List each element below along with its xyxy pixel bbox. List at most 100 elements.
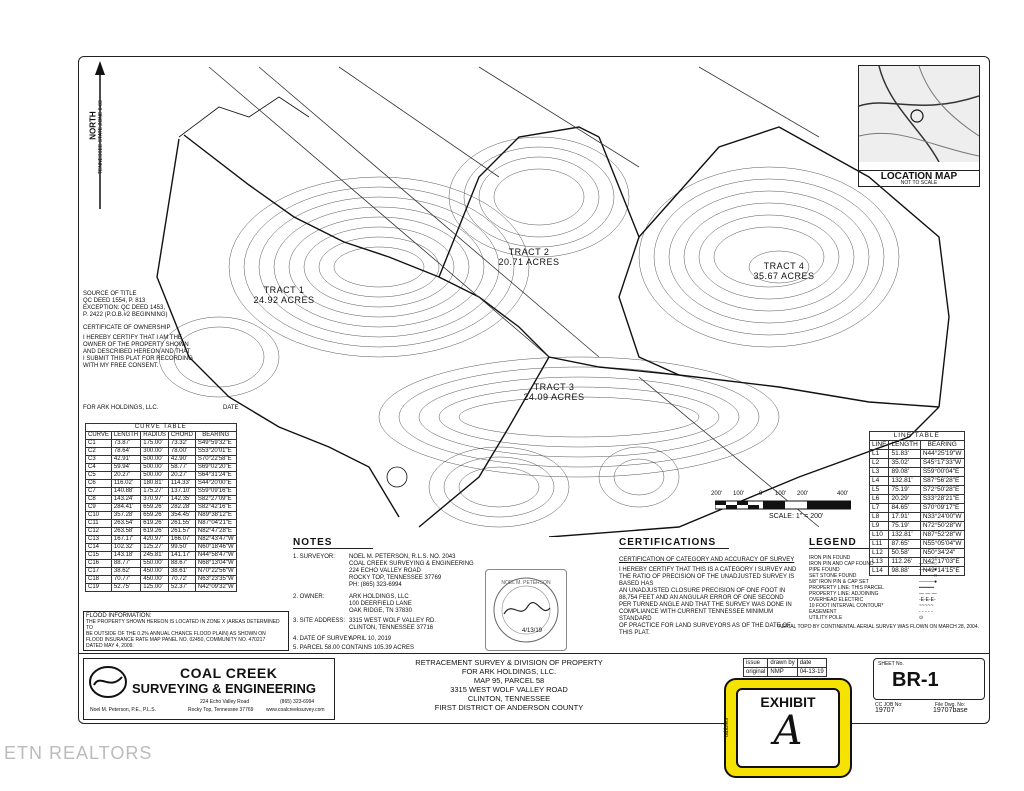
curve-cell: 78.00' [167,447,196,456]
issue-value: original [742,667,769,677]
line-cell: 35.02' [888,458,921,468]
legend-item: IRON PIN FOUND———○ [809,555,938,561]
company-name-2: SURVEYING & ENGINEERING [132,681,316,696]
line-cell: S72°50'28"E [919,485,965,495]
curve-cell: 245.81' [140,551,169,560]
cert-line: PER TURNED ANGLE AND THAT THE SURVEY WAS… [619,602,792,608]
curve-cell: 99.50' [167,543,196,552]
certificate-of-ownership: CERTIFICATE OF OWNERSHIP I HEREBY CERTIF… [83,325,233,370]
line-cell: S45°17'33"W [919,458,965,468]
curve-cell: C5 [85,471,112,480]
curve-cell: 261.55' [167,519,196,528]
line-cell: S59°00'04"E [919,467,965,477]
curve-cell: N68°13'04"W [194,559,237,568]
line-cell: 75.19' [888,521,921,531]
curve-cell: 141.17' [167,551,196,560]
curve-cell: 263.54' [110,519,142,528]
curve-cell: S69°02'20"E [194,463,237,472]
curve-cell: 500.00' [140,455,169,464]
flood-line: THE PROPERTY SHOWN HEREON IS LOCATED IN … [86,619,280,631]
surveyor-seal: NOEL M. PETERSON 4/13/19 [485,569,567,651]
line-cell: L4 [868,476,890,486]
note-line: 3315 WEST WOLF VALLEY RD. [349,618,437,624]
curve-cell: 180.81' [140,479,169,488]
curve-cell: 284.41' [110,503,142,512]
job-value: 19707 [875,707,895,714]
line-cell: N42°14'15"E [919,566,965,576]
curve-cell: 450.00' [140,575,169,584]
curve-cell: S82°27'09"E [194,495,237,504]
line-cell: 98.88' [888,566,921,576]
tract-3-name: TRACT 3 [533,382,575,392]
curve-cell: 59.94' [110,463,142,472]
curve-cell: 58.77' [167,463,196,472]
cert-ownership-line: I HEREBY CERTIFY THAT I AM THE [83,335,182,341]
cert-line: I HEREBY CERTIFY THAT THIS IS A CATEGORY… [619,567,797,573]
curve-cell: 354.45' [167,511,196,520]
curve-cell: N87°04'21"E [194,519,237,528]
scale-label: SCALE: 1" = 200' [769,513,824,520]
line-cell: L5 [868,485,890,495]
curve-cell: 370.97' [140,495,169,504]
curve-cell: 78.64' [110,447,142,456]
curve-header: BEARING [194,431,237,440]
issue-value: NMP [767,667,798,677]
note-line: COAL CREEK SURVEYING & ENGINEERING [349,561,474,567]
source-of-title: SOURCE OF TITLE QC DEED 1554, P. 813 EXC… [83,291,193,319]
location-map-title: LOCATION MAP [859,170,979,182]
line-cell: 89.08' [888,467,921,477]
curve-cell: C7 [85,487,112,496]
line-cell: 84.65' [888,503,921,513]
curve-cell: S64°31'24"E [194,471,237,480]
cert-line: COMPLIANCE WITH CURRENT TENNESSEE MINIMU… [619,609,774,622]
curve-cell: 125.27' [140,543,169,552]
tract-3-label: TRACT 3 24.09 ACRES [509,382,599,402]
curve-cell: C4 [85,463,112,472]
curve-cell: 73.87' [110,439,142,448]
scale-tick: 400' [837,491,849,497]
note-line: ARK HOLDINGS, LLC [349,594,409,600]
legend-item: IRON PIN AND CAP FOUND———○ [809,561,938,567]
curve-cell: 20.27' [167,471,196,480]
project-title-line: FIRST DISTRICT OF ANDERSON COUNTY [434,703,584,712]
curve-cell: 282.28' [167,503,196,512]
note-label: 5. PARCEL 58.00 CONTAINS 105.39 ACRES [293,645,414,651]
curve-cell: S53°20'01"E [194,447,237,456]
curve-cell: 38.61' [167,567,196,576]
curve-cell: C11 [85,519,112,528]
cert-line: OF PRACTICE FOR LAND SURVEYORS AS OF THE… [619,623,791,629]
sheet-label: SHEET No. [878,661,904,667]
note-label: 2. OWNER: [293,594,325,600]
line-cell: L9 [868,521,890,531]
curve-cell: 125.00' [140,583,169,592]
curve-cell: N63°23'35"W [194,575,237,584]
plat-drawing [156,66,950,537]
curve-cell: C10 [85,511,112,520]
line-table-title: LINE TABLE [869,431,965,441]
project-title-line: 3315 WEST WOLF VALLEY ROAD [450,685,568,694]
legend-item: 10 FOOT INTERVAL CONTOUR*~~~~~ [809,603,934,609]
project-title-line: CLINTON, TENNESSEE [467,694,551,703]
curve-cell: 70.77' [110,575,142,584]
certifications: CERTIFICATIONS CERTIFICATION OF CATEGORY… [619,537,799,637]
curve-cell: 261.57' [167,527,196,536]
legend-item: UTILITY POLE⊙ [809,615,924,621]
source-line: SOURCE OF TITLE [83,291,137,297]
cert-line: 88,754 FEET AND AN ANGULAR ERROR OF ONE … [619,595,784,601]
cert-line: THE RATIO OF PRECISION OF THE UNADJUSTED… [619,574,795,587]
legend-title: LEGEND [809,537,869,549]
tract-3-area: 24.09 ACRES [523,392,585,402]
legend-item: 5/8" IRON PIN & CAP SET———● [809,579,938,585]
seal-date: 4/13/19 [522,628,543,634]
curve-cell: 550.00' [140,559,169,568]
company-web: www.coalcreeksurvey.com [266,707,325,713]
job-label: CC JOB No: [875,702,903,708]
